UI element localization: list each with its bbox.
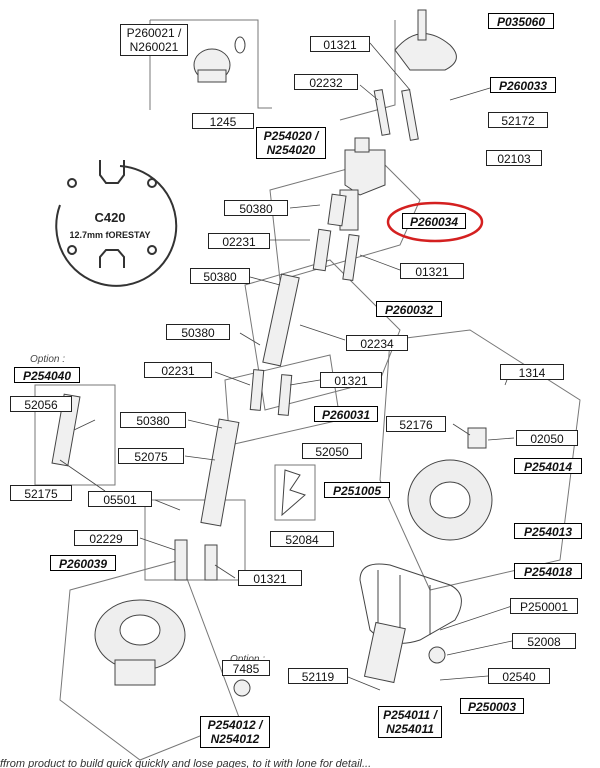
part-label-50380-a: 50380: [224, 200, 288, 216]
highlight-ring: [386, 201, 484, 243]
part-label-p254014: P254014: [514, 458, 582, 474]
drum-group-box: [379, 329, 581, 591]
part-label-02234: 02234: [346, 335, 408, 351]
lower-swivel: [363, 621, 406, 684]
part-label-p254040: P254040: [14, 367, 80, 383]
part-label-01321-c: 01321: [320, 372, 382, 388]
part-label-p254012: P254012 / N254012: [200, 716, 270, 748]
top-left-group-outline: [150, 19, 272, 109]
part-label-p260033: P260033: [490, 77, 556, 93]
footer-text: ffrom product to build quick quickly and…: [0, 758, 372, 768]
part-label-52176: 52176: [386, 416, 446, 432]
part-label-02229: 02229: [74, 530, 138, 546]
part-label-01321-d: 01321: [238, 570, 302, 586]
part-label-p260034: P260034: [402, 213, 466, 229]
top-shackle: [394, 33, 457, 71]
part-label-52050: 52050: [302, 443, 362, 459]
part-label-02103: 02103: [486, 150, 542, 166]
part-label-1314: 1314: [500, 364, 564, 380]
part-label-52084: 52084: [270, 531, 334, 547]
part-label-52175: 52175: [10, 485, 72, 501]
top-center-group-outline: [339, 20, 396, 121]
part-label-1245: 1245: [192, 113, 254, 129]
part-label-p035060: P035060: [488, 13, 554, 29]
tube-50380-a: [327, 193, 347, 227]
tube-52075: [200, 418, 240, 527]
spring-box: [274, 464, 316, 521]
part-label-02050: 02050: [516, 430, 578, 446]
part-label-02231-b: 02231: [144, 362, 212, 378]
bracket-52008: [428, 646, 446, 664]
rod-01321-top: [401, 89, 419, 141]
part-label-7485: 7485: [222, 660, 270, 676]
option-caption-bottom: Option :: [230, 654, 265, 665]
part-label-p254020: P254020 / N254020: [256, 127, 326, 159]
tube-02234: [262, 273, 300, 367]
part-label-52056: 52056: [10, 396, 72, 412]
part-label-p254011: P254011 / N254011: [378, 706, 442, 738]
part-label-52008: 52008: [512, 633, 576, 649]
option-tube-box: [34, 384, 116, 486]
part-label-02232: 02232: [294, 74, 358, 90]
part-label-02231-a: 02231: [208, 233, 270, 249]
part-label-p250001: P250001: [510, 598, 578, 614]
tube-01321-d: [204, 544, 218, 581]
part-label-p254018: P254018: [514, 563, 582, 579]
bottom-bracket-box: [144, 499, 246, 581]
rod-02232: [373, 89, 391, 136]
part-label-50380-b: 50380: [190, 268, 250, 284]
tube-01321-c: [277, 374, 293, 416]
part-label-52075: 52075: [118, 448, 184, 464]
part-label-p250003: P250003: [460, 698, 524, 714]
profile-caption: 12.7mm fORESTAY: [69, 230, 151, 240]
option-caption-left: Option :: [30, 354, 66, 365]
part-label-50380-d: 50380: [120, 412, 186, 428]
part-label-52119: 52119: [288, 668, 348, 684]
tube-02231-a: [312, 228, 332, 272]
tube-52056: [51, 393, 81, 467]
part-label-p260032: P260032: [376, 301, 442, 317]
tube-01321-b: [342, 233, 360, 282]
profile-name: C420: [94, 210, 126, 225]
part-label-p260021: P260021 / N260021: [120, 24, 188, 56]
spring-52050: [281, 469, 306, 517]
part-label-05501: 05501: [88, 491, 152, 507]
profile-c420-outline: [55, 160, 178, 287]
part-label-02540: 02540: [488, 668, 550, 684]
part-label-p260031: P260031: [314, 406, 378, 422]
tube-02229: [174, 539, 188, 581]
part-label-01321-top: 01321: [310, 36, 370, 52]
part-label-50380-c: 50380: [166, 324, 230, 340]
tube-02231-b: [249, 369, 265, 411]
part-label-p254013: P254013: [514, 523, 582, 539]
part-label-01321-b: 01321: [400, 263, 464, 279]
part-label-52172: 52172: [488, 112, 548, 128]
swivel-fitting: [344, 149, 386, 196]
part-label-p251005: P251005: [324, 482, 390, 498]
part-label-p260039: P260039: [50, 555, 116, 571]
base-drum-box: [59, 559, 241, 761]
small-fitting-7485: [233, 679, 251, 697]
bush-02050: [467, 427, 487, 449]
